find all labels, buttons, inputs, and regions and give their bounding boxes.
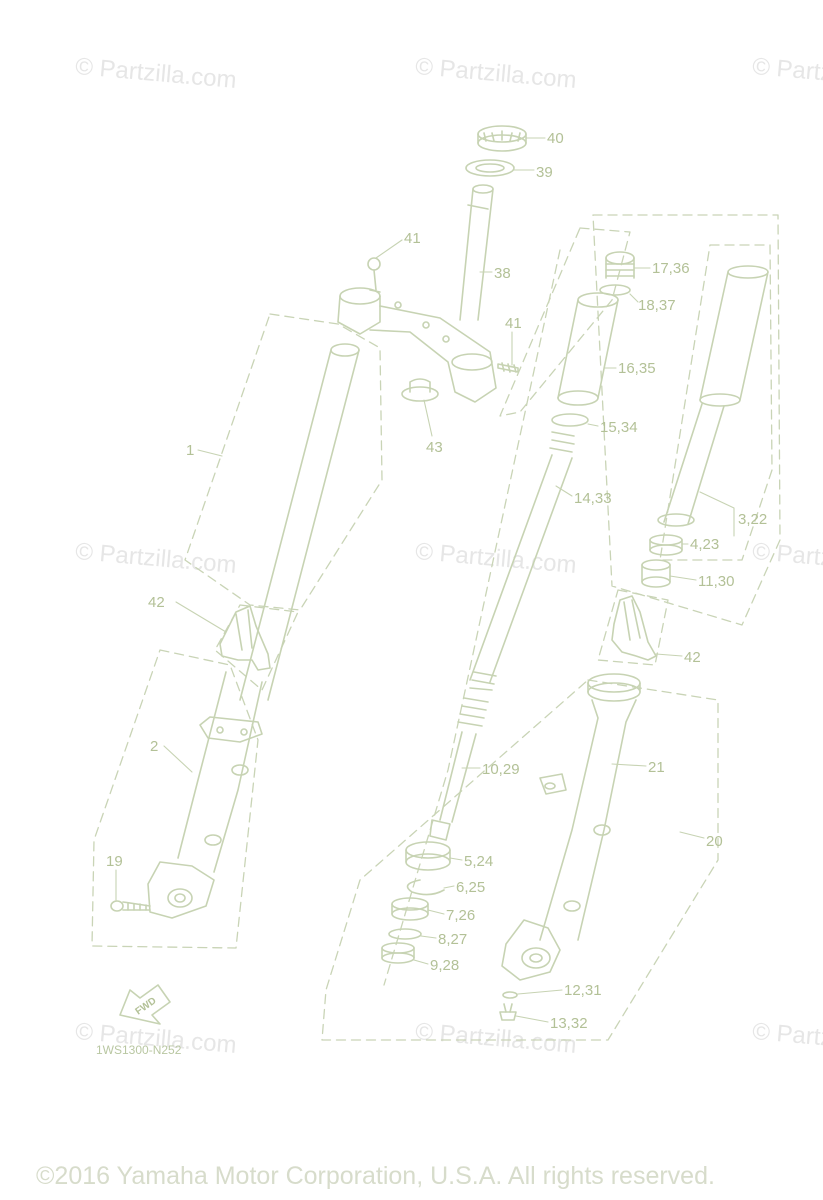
leader-15-34 <box>587 423 599 427</box>
part-38-steering-stem <box>459 184 494 321</box>
callout-18-37: 18,37 <box>638 297 676 314</box>
part-4-23-bushing <box>649 534 683 556</box>
copyright-notice: ©2016 Yamaha Motor Corporation, U.S.A. A… <box>36 1162 715 1190</box>
leader-21 <box>611 763 647 767</box>
group-box-42b <box>597 589 669 666</box>
part-3-22-inner-tube <box>657 265 769 527</box>
leader-43 <box>423 399 433 437</box>
callout-16-35: 16,35 <box>618 360 656 377</box>
part-21-outer-tube <box>501 673 641 981</box>
leader-12-31 <box>517 989 563 995</box>
callout-41-side: 41 <box>505 315 522 332</box>
part-10-29-damper-rod <box>429 697 489 841</box>
leader-13-32 <box>515 1015 549 1023</box>
callout-13-32: 13,32 <box>550 1015 588 1032</box>
leader-1 <box>197 449 223 457</box>
callout-15-34: 15,34 <box>600 419 638 436</box>
leader-18-37 <box>629 293 639 303</box>
leader-3-22 <box>699 491 735 537</box>
callout-14-33: 14,33 <box>574 490 612 507</box>
leader-5-24 <box>449 857 463 861</box>
callout-4-23: 4,23 <box>690 536 719 553</box>
group-box-42a <box>214 604 299 691</box>
part-2-outer-tube <box>147 671 263 919</box>
part-41-bolt-top <box>367 257 381 293</box>
group-guide-line <box>383 249 561 986</box>
callout-40: 40 <box>547 130 564 147</box>
part-8-27-washer <box>388 928 422 940</box>
leader-42a <box>175 601 227 633</box>
leader-11-30 <box>669 575 697 581</box>
part-17-36-cap-bolt <box>605 251 635 279</box>
group-box-1 <box>184 313 383 611</box>
callout-10-29: 10,29 <box>482 761 520 778</box>
part-41-bolt-side <box>497 362 519 373</box>
callout-1: 1 <box>186 442 194 459</box>
callout-42-right: 42 <box>684 649 701 666</box>
leader-2 <box>163 745 193 773</box>
part-43 <box>401 378 439 402</box>
callout-7-26: 7,26 <box>446 907 475 924</box>
leader-6-25 <box>443 885 455 889</box>
callout-39: 39 <box>536 164 553 181</box>
callout-5-24: 5,24 <box>464 853 493 870</box>
part-lower-bracket <box>337 287 497 403</box>
leader-41a <box>375 239 403 259</box>
part-7-26-dust-seal <box>391 897 429 921</box>
leader-7-26 <box>427 909 445 915</box>
part-16-35-spacer <box>557 292 619 406</box>
part-42-right-guard <box>611 595 657 661</box>
callout-3-22: 3,22 <box>738 511 767 528</box>
callout-17-36: 17,36 <box>652 260 690 277</box>
part-42-left-guard <box>219 605 271 671</box>
callout-38: 38 <box>494 265 511 282</box>
part-14-33-spring <box>469 431 575 691</box>
fwd-arrow-icon <box>119 984 171 1025</box>
part-15-34-washer <box>551 413 589 427</box>
part-11-30-piston <box>641 559 671 588</box>
callout-9-28: 9,28 <box>430 957 459 974</box>
group-box-top-right <box>499 227 631 417</box>
callout-11-30: 11,30 <box>698 573 734 590</box>
leader-14-33 <box>555 485 573 497</box>
part-39 <box>465 159 515 177</box>
callout-21: 21 <box>648 759 665 776</box>
callout-20: 20 <box>706 833 723 850</box>
part-18-37-o-ring <box>599 284 631 296</box>
callout-19: 19 <box>106 853 123 870</box>
part-6-25-clip <box>406 879 445 896</box>
leader-9-28 <box>413 959 429 965</box>
callout-42-left: 42 <box>148 594 165 611</box>
callout-8-27: 8,27 <box>438 931 467 948</box>
diagram-id: 1WS1300-N252 <box>96 1043 182 1057</box>
part-13-32-bolt <box>499 1003 517 1021</box>
part-1-inner-tube <box>239 343 360 701</box>
callout-41-top: 41 <box>404 230 421 247</box>
callout-6-25: 6,25 <box>456 879 485 896</box>
part-5-24-oil-seal <box>405 841 451 871</box>
callout-12-31: 12,31 <box>564 982 602 999</box>
leader-42b <box>655 653 683 657</box>
callout-2: 2 <box>150 738 158 755</box>
part-40 <box>477 125 527 152</box>
leader-20 <box>679 831 705 839</box>
group-box-3 <box>592 214 781 626</box>
part-9-28-bushing <box>381 942 415 964</box>
part-12-31-washer <box>502 991 518 999</box>
group-box-20 <box>321 679 719 1041</box>
group-box-2 <box>91 649 259 949</box>
part-19-bolt <box>110 900 151 912</box>
fwd-label: FWD <box>134 995 159 1017</box>
callout-43: 43 <box>426 439 443 456</box>
leader-8-27 <box>420 935 437 939</box>
